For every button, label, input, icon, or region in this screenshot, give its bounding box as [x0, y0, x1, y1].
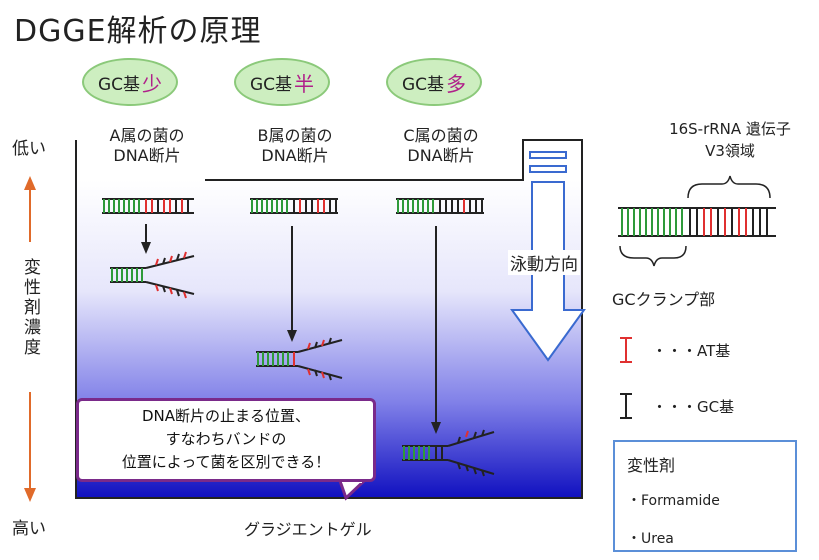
callout-line3: 位置によって菌を区別できる！ — [121, 453, 331, 471]
region-line1: 16S-rRNA 遺伝子 — [669, 120, 791, 138]
bubble-label: GC基 — [97, 74, 141, 95]
bacteria-a-label: A属の菌の DNA断片 — [92, 126, 202, 166]
callout-line2: すなわちバンドの — [165, 430, 287, 448]
bacteria-b-label: B属の菌の DNA断片 — [240, 126, 350, 166]
callout-line1: DNA断片の止まる位置、 — [141, 407, 311, 425]
bacteria-line2: DNA断片 — [113, 146, 181, 165]
arrow-down-icon — [287, 330, 297, 342]
reference-dna-fragment — [618, 207, 776, 237]
migration-direction-label: 泳動方向 — [508, 250, 580, 275]
gc-base-legend: ・・・GC基 — [652, 398, 735, 416]
fragment-c-denatured — [402, 429, 495, 477]
fragment-b-denatured — [256, 337, 343, 381]
fragment-c-intact — [396, 198, 484, 214]
bubble-level: 半 — [294, 71, 315, 96]
bacteria-line1: A属の菌の — [109, 126, 185, 145]
denaturant-box: 変性剤 ・Formamide ・Urea — [613, 440, 797, 552]
bacteria-c-label: C属の菌の DNA断片 — [386, 126, 496, 166]
bubble-level: 多 — [446, 71, 467, 96]
denaturant-item: ・Formamide — [627, 493, 720, 509]
bacteria-line1: C属の菌の — [403, 126, 479, 145]
v3-region-label: 16S-rRNA 遺伝子 V3領域 — [640, 118, 819, 162]
low-concentration-label: 低い — [12, 139, 46, 159]
denaturant-heading: 変性剤 — [627, 456, 676, 475]
gc-base-symbol-icon — [620, 393, 632, 419]
bubble-label: GC基 — [249, 74, 293, 95]
gradient-gel-label: グラジエントゲル — [244, 520, 372, 539]
arrow-down-icon — [141, 242, 151, 254]
gc-half-bubble: GC基半 — [234, 58, 330, 106]
bacteria-line2: DNA断片 — [261, 146, 329, 165]
gel-frame — [75, 139, 583, 499]
bubble-label: GC基 — [401, 74, 445, 95]
fragment-b-intact — [250, 198, 338, 214]
region-line2: V3領域 — [705, 142, 755, 160]
gc-clamp-brace — [619, 245, 687, 267]
gc-low-bubble: GC基少 — [82, 58, 178, 106]
bubble-level: 少 — [142, 71, 163, 96]
v3-region-brace — [687, 175, 771, 199]
gc-clamp-label: GCクランプ部 — [612, 290, 716, 309]
arrow-down-icon — [431, 422, 441, 434]
denaturant-concentration-label: 変性剤濃度 — [20, 258, 40, 358]
concentration-arrow-icon — [24, 176, 36, 502]
bacteria-line2: DNA断片 — [407, 146, 475, 165]
denaturant-item: ・Urea — [627, 531, 674, 547]
high-concentration-label: 高い — [12, 519, 46, 539]
fragment-a-denatured — [110, 251, 195, 299]
page-title: DGGE解析の原理 — [14, 14, 262, 49]
at-base-symbol-icon — [620, 337, 632, 363]
at-base-legend: ・・・AT基 — [652, 342, 731, 360]
gc-high-bubble: GC基多 — [386, 58, 482, 106]
bacteria-line1: B属の菌の — [257, 126, 333, 145]
fragment-a-intact — [102, 198, 194, 214]
band-position-callout: DNA断片の止まる位置、 すなわちバンドの 位置によって菌を区別できる！ — [76, 398, 376, 482]
